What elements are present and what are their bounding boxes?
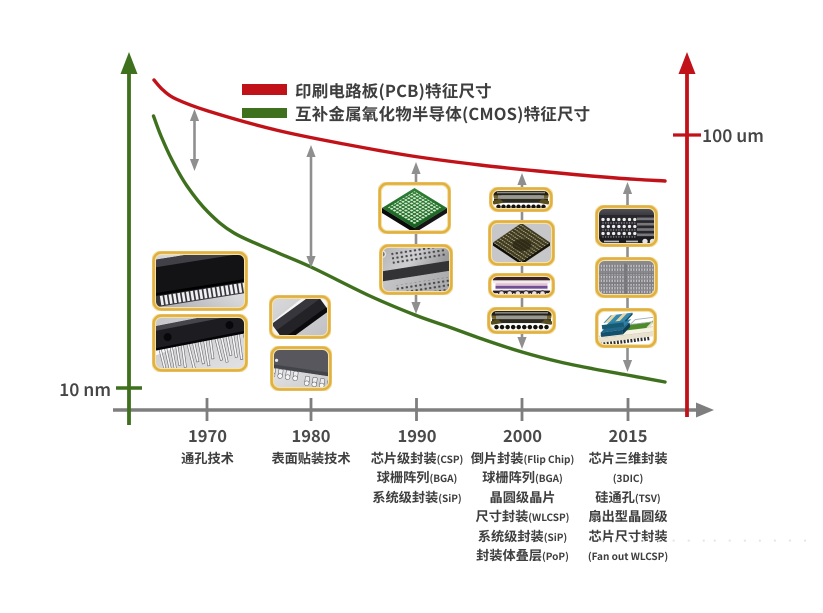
fan-out-wlcsp-illustration [595,308,657,348]
tsv-array-micrograph [595,257,658,298]
pcb-legend-label: 印刷电路板(PCB)特征尺寸 [295,77,492,102]
watermark: · ·· · · · · ·· · · · · · ·· ·· · · [598,534,813,547]
sop-gullwing-package-photo [270,346,332,391]
timeline-column-2000: 2000 倒片封装(Flip Chip) 球栅阵列(BGA) 晶圆级晶片 尺寸封… [433,426,613,564]
bga-bottom-isometric-photo [488,220,555,266]
legend-item-pcb: 印刷电路板(PCB)特征尺寸 [242,78,590,102]
y-axis-right [673,52,701,417]
tech-label: 芯片尺寸封装 [588,525,668,545]
tech-label: 芯片级封装(CSP) [370,448,464,467]
tech-label: 球栅阵列(BGA) [376,467,458,487]
timeline-column-1970: 1970 通孔技术 [118,426,298,467]
year-label: 1980 [291,423,331,447]
cmos-legend-swatch [242,107,287,118]
smd-flat-package-photo [269,295,331,339]
dip-package-photo [152,251,248,311]
3dic-stack-cross-section-photo [595,205,658,247]
flip-chip-cross-section-photo-2 [487,307,556,334]
pcb-feature-size-curve [152,78,667,183]
tech-label: 尺寸封装(WLCSP) [475,506,570,526]
pcb-legend-swatch [242,84,287,95]
x-axis [113,398,714,421]
tech-label: (3DIC) [612,470,644,486]
legend: 印刷电路板(PCB)特征尺寸 互补金属氧化物半导体(CMOS)特征尺寸 [242,78,590,125]
timeline-column-1980: 1980 表面贴装技术 [221,426,401,467]
right-axis-ref-label: 100 um [702,123,764,148]
year-label: 2015 [608,423,648,447]
bga-pair-grayscale-photo [379,244,453,295]
tech-label: 硅通孔(TSV) [595,486,661,506]
tech-label: 晶圆级晶片 [489,486,556,506]
green-bga-substrate-photo [378,182,451,234]
tech-label: 系统级封装(SiP) [372,486,462,506]
flip-chip-cross-section-photo [489,187,553,212]
left-axis-ref-label: 10 nm [59,377,111,402]
y-axis-left [116,52,142,425]
zip-package-photo [152,314,248,372]
year-label: 2000 [503,423,542,447]
tech-label: 倒片封装(Flip Chip) [470,448,575,467]
timeline-column-1990: 1990 芯片级封装(CSP) 球栅阵列(BGA) 系统级封装(SiP) [327,426,507,506]
year-label: 1970 [188,423,227,447]
year-label: 1990 [397,423,437,447]
tech-label: 通孔技术 [181,448,234,467]
tech-label: 球栅阵列(BGA) [482,467,563,487]
link-arrows [189,109,633,372]
tech-label: 表面贴装技术 [271,448,351,467]
tech-label: (Fan out WLCSP) [587,548,669,564]
pop-layer-cross-section-photo [488,273,555,298]
tech-label: 扇出型晶圆级 [588,506,668,526]
legend-item-cmos: 互补金属氧化物半导体(CMOS)特征尺寸 [242,101,590,125]
tech-label: 封装体叠层(PoP) [476,545,569,565]
cmos-legend-label: 互补金属氧化物半导体(CMOS)特征尺寸 [295,100,591,125]
cmos-feature-size-curve [151,114,667,384]
timeline-column-2015: 2015 芯片三维封装 (3DIC) 硅通孔(TSV) 扇出型晶圆级 芯片尺寸封… [538,426,718,564]
tech-label: 系统级封装(SiP) [477,525,568,545]
tech-label: 芯片三维封装 [588,448,668,467]
